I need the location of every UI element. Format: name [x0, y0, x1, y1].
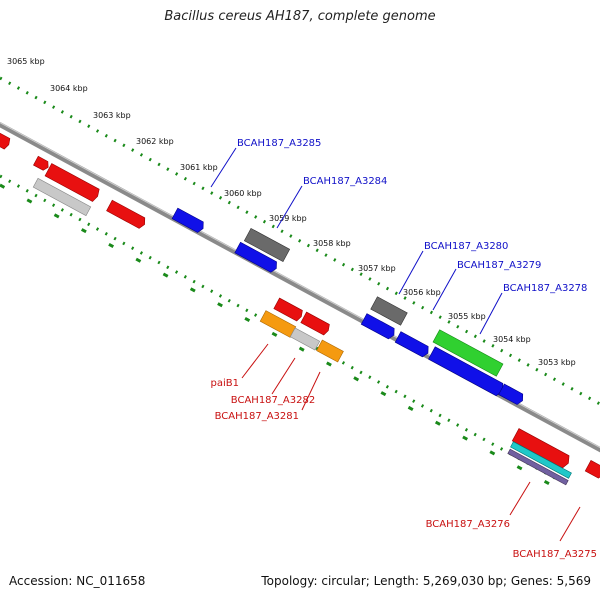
gene-feature[interactable] — [498, 383, 526, 406]
gene-feature[interactable] — [33, 155, 50, 171]
leader-line — [432, 268, 457, 311]
leader-line — [398, 250, 424, 295]
gene-feature[interactable] — [171, 207, 206, 234]
gene-label[interactable]: BCAH187_A3276 — [426, 519, 510, 530]
gene-feature[interactable] — [273, 297, 304, 322]
gene-labels-top: BCAH187_A3285 BCAH187_A3284 BCAH187_A328… — [210, 138, 587, 335]
tick-label: 3055 kbp — [448, 312, 486, 321]
gene-feature[interactable] — [360, 313, 397, 341]
leader-line — [210, 147, 237, 188]
gene-labels-bottom: paiB1 BCAH187_A3282 BCAH187_A3281 BCAH18… — [211, 343, 597, 560]
tick-label: 3065 kbp — [7, 57, 45, 66]
tick-label: 3059 kbp — [269, 214, 307, 223]
gene-feature[interactable] — [44, 163, 101, 203]
outer-ruler-line — [0, 76, 600, 406]
tick-label: 3063 kbp — [93, 111, 131, 120]
map-title: Bacillus cereus AH187, complete genome — [164, 9, 436, 24]
gene-label[interactable]: BCAH187_A3280 — [424, 241, 508, 252]
tick-label: 3056 kbp — [403, 288, 441, 297]
tick-label: 3061 kbp — [180, 163, 218, 172]
leader-line — [271, 357, 296, 395]
gene-feature[interactable] — [510, 441, 572, 479]
leader-line — [276, 185, 303, 229]
ruler-tick-labels: 3065 kbp 3064 kbp 3063 kbp 3062 kbp 3061… — [7, 57, 576, 367]
genome-stats-text: Topology: circular; Length: 5,269,030 bp… — [261, 574, 591, 588]
tick-label: 3062 kbp — [136, 137, 174, 146]
gene-feature[interactable] — [106, 199, 148, 230]
tick-label: 3053 kbp — [538, 358, 576, 367]
gene-label[interactable]: BCAH187_A3279 — [457, 260, 541, 271]
gene-feature[interactable] — [0, 129, 12, 150]
leader-line — [509, 481, 531, 516]
gene-feature[interactable] — [432, 329, 504, 377]
gene-label[interactable]: BCAH187_A3278 — [503, 283, 587, 294]
leader-line — [479, 292, 503, 335]
tick-label: 3060 kbp — [224, 189, 262, 198]
gene-label[interactable]: BCAH187_A3285 — [237, 138, 321, 149]
gene-feature[interactable] — [243, 227, 291, 263]
gene-label[interactable]: BCAH187_A3282 — [231, 395, 315, 406]
tick-label: 3054 kbp — [493, 335, 531, 344]
gene-label[interactable]: BCAH187_A3275 — [513, 549, 597, 560]
gene-label[interactable]: BCAH187_A3281 — [215, 411, 299, 422]
gene-feature[interactable] — [234, 241, 279, 273]
gene-label[interactable]: BCAH187_A3284 — [303, 176, 387, 187]
tick-label: 3058 kbp — [313, 239, 351, 248]
genes-forward — [0, 129, 526, 406]
accession-text: Accession: NC_011658 — [9, 574, 146, 588]
gene-feature[interactable] — [289, 327, 321, 351]
gene-feature[interactable] — [316, 339, 344, 363]
gene-feature[interactable] — [507, 448, 569, 486]
gene-feature[interactable] — [300, 311, 331, 336]
gene-feature[interactable] — [511, 428, 571, 470]
tick-label: 3057 kbp — [358, 264, 396, 273]
leader-line — [301, 371, 321, 411]
inner-tick-line — [0, 183, 556, 489]
gene-label[interactable]: paiB1 — [211, 378, 239, 389]
gene-feature[interactable] — [32, 177, 92, 217]
gene-feature[interactable] — [584, 460, 600, 479]
leader-line — [559, 506, 581, 542]
gene-feature[interactable] — [370, 296, 408, 326]
leader-line — [241, 343, 269, 379]
genes-reverse — [259, 297, 600, 486]
tick-label: 3064 kbp — [50, 84, 88, 93]
gene-feature[interactable] — [394, 331, 431, 359]
